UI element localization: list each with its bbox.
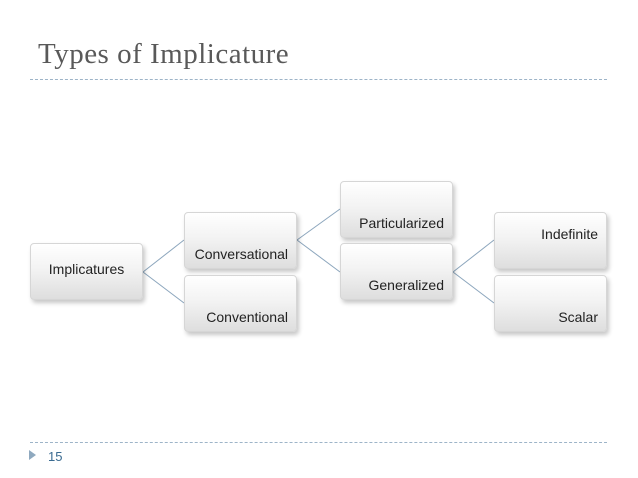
page-number: 15: [48, 449, 63, 464]
connector-generalized-indefinite: [452, 239, 495, 273]
node-generalized: Generalized: [340, 243, 453, 300]
node-conversational-label: Conversational: [194, 246, 288, 262]
node-implicatures-label: Implicatures: [48, 260, 125, 277]
node-conversational: Conversational: [184, 212, 297, 269]
connector-conversational-generalized: [296, 239, 341, 273]
connector-conversational-particularized: [296, 208, 341, 241]
footer-arrow-icon: [29, 450, 36, 460]
node-indefinite: Indefinite: [494, 212, 607, 269]
slide-title: Types of Implicature: [38, 38, 290, 70]
node-particularized-label: Particularized: [359, 215, 444, 231]
node-indefinite-label: Indefinite: [541, 225, 598, 242]
connector-root-conventional: [142, 271, 185, 304]
node-conventional-label: Conventional: [206, 309, 288, 325]
node-generalized-label: Generalized: [368, 277, 445, 293]
connector-generalized-scalar: [452, 271, 495, 304]
node-implicatures: Implicatures: [30, 243, 143, 300]
node-particularized: Particularized: [340, 181, 453, 238]
node-scalar-label: Scalar: [558, 309, 598, 325]
node-conventional: Conventional: [184, 275, 297, 332]
footer-divider: [30, 442, 607, 443]
connector-root-conversational: [142, 239, 185, 273]
title-divider: [30, 79, 607, 80]
node-scalar: Scalar: [494, 275, 607, 332]
